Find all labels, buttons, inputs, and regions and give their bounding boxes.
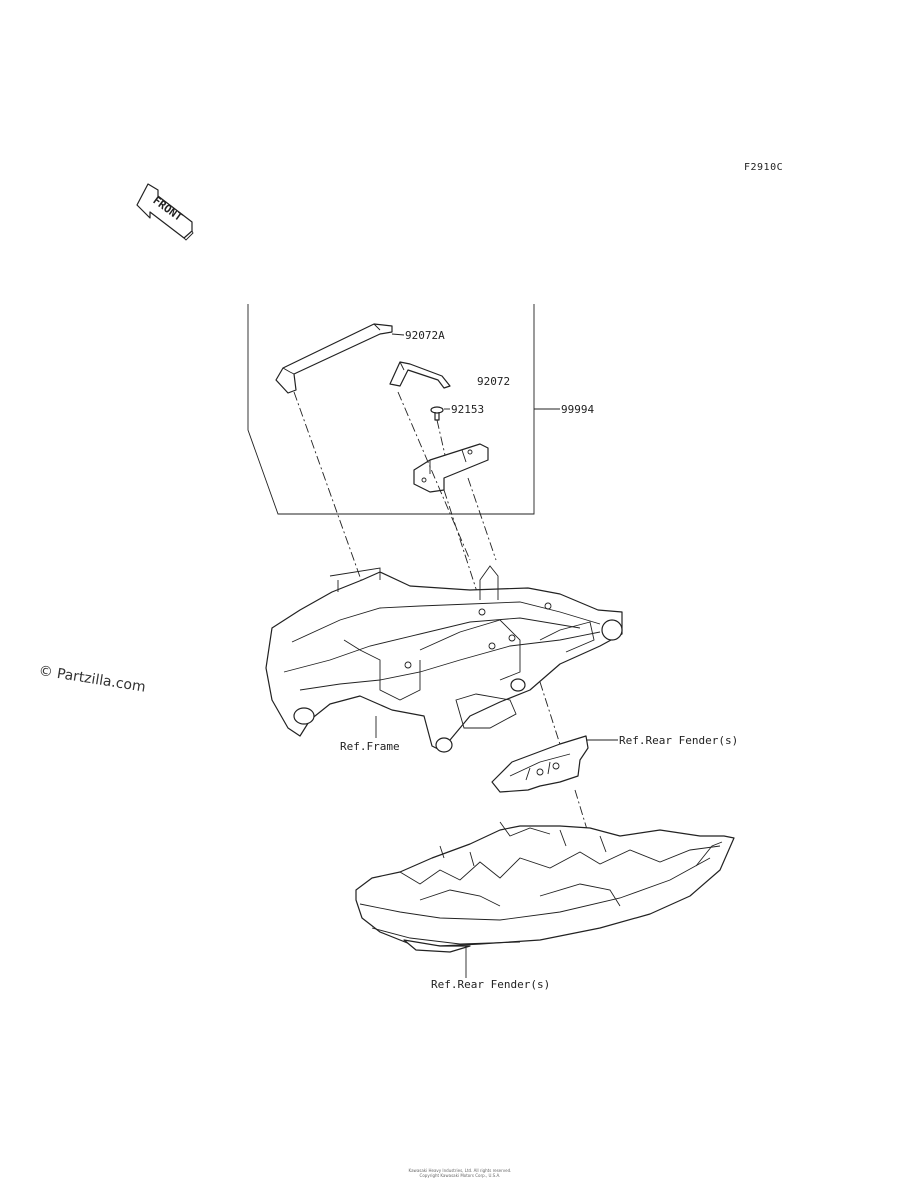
footer-line-2: Copyright Kawasaki Motors Corp., U.S.A. <box>419 1173 501 1178</box>
callout-92072: 92072 <box>477 375 510 388</box>
callout-92153: 92153 <box>451 403 484 416</box>
callout-99994: 99994 <box>561 403 594 416</box>
install-line-3 <box>436 419 446 456</box>
install-line-4 <box>443 489 479 596</box>
callout-ref-frame: Ref.Frame <box>340 740 400 753</box>
front-arrow-icon: FRONT <box>136 183 194 241</box>
callout-ref-rear-fender-upper: Ref.Rear Fender(s) <box>619 734 738 747</box>
frame <box>265 565 623 753</box>
copyright-footer: Kawasaki Heavy Industries, Ltd. All righ… <box>300 1168 620 1178</box>
install-line-7 <box>574 789 611 906</box>
rear-fender <box>355 821 735 953</box>
footer-line-1: Kawasaki Heavy Industries, Ltd. All righ… <box>408 1168 512 1173</box>
install-line-2 <box>397 391 471 561</box>
callout-ref-rear-fender-lower: Ref.Rear Fender(s) <box>431 978 550 991</box>
strap-92072a <box>275 323 393 394</box>
fender-bracket <box>491 735 589 793</box>
callout-92072a: 92072A <box>405 329 445 342</box>
strap-92072 <box>389 361 451 389</box>
leader-92072a <box>391 333 405 336</box>
assembly-outline <box>247 304 535 515</box>
bracket-plate <box>413 443 489 493</box>
install-line-5 <box>467 477 497 561</box>
bolt-92153 <box>430 406 444 421</box>
figure-code: F2910C <box>744 162 784 173</box>
